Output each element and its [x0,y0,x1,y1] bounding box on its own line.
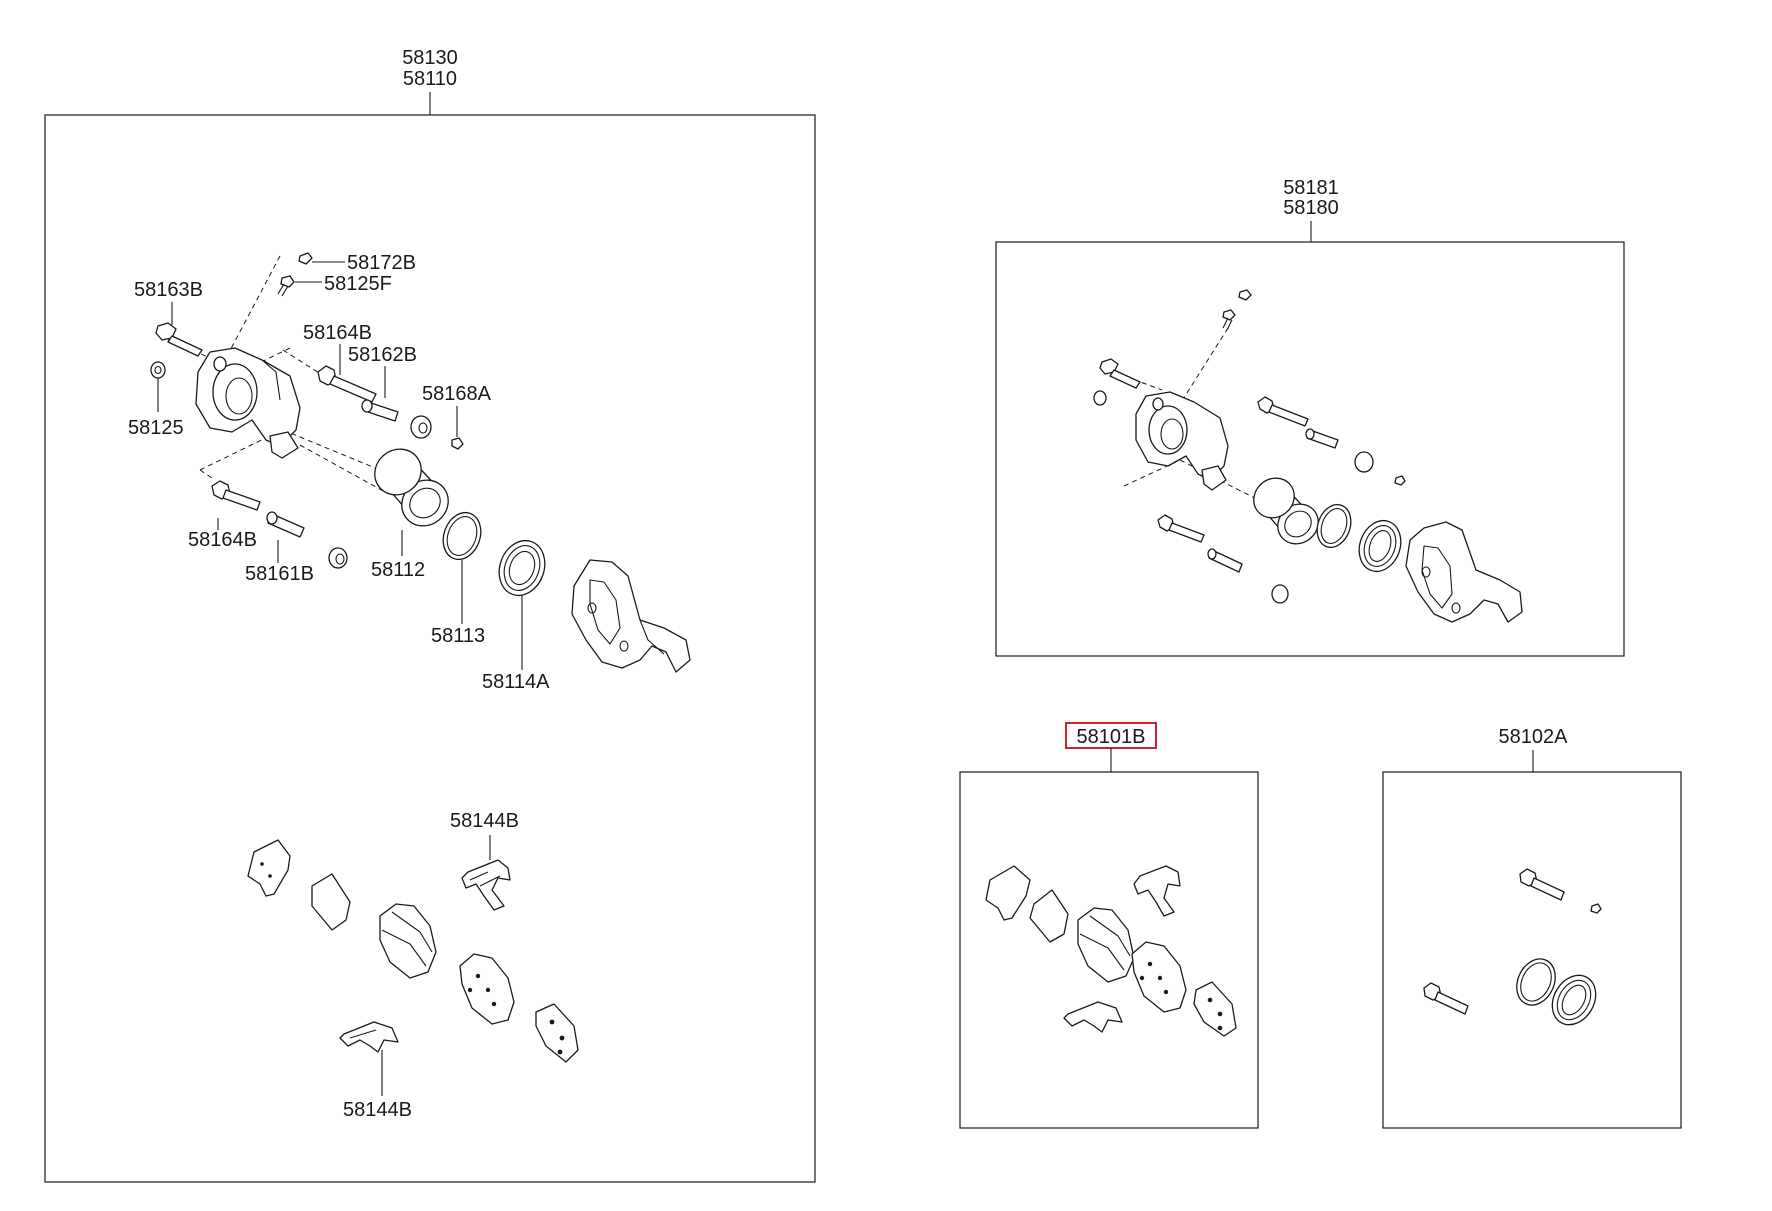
washer-icon [150,361,166,379]
kit-shim-outer-icon [985,865,1031,921]
assembly-label-58102A[interactable]: 58102A [1499,726,1569,748]
front-caliper-box [44,114,816,1183]
guide-pin-bottom-icon [266,511,305,538]
seal-kit-assembly: 58102A [1382,726,1682,1129]
boot-bottom-icon [328,547,348,569]
rear-caliper-box [995,241,1625,657]
shim-outer-icon [247,839,291,897]
part-label-58125F[interactable]: 58125F [324,273,392,295]
assembly-label-58130[interactable]: 58130 [402,47,458,69]
boot-nut-icon [410,415,432,439]
part-label-58125[interactable]: 58125 [128,417,184,439]
kit-dust-boot-icon [1551,974,1597,1026]
rear-fasteners [1093,289,1406,604]
pad-kit-parts [985,865,1237,1037]
kit-small-cap-icon [1590,903,1602,914]
dust-boot-icon [498,539,546,597]
piston-seal-icon [442,511,482,561]
part-label-58164B-top[interactable]: 58164B [303,322,372,344]
guide-pin-bolt-top-icon [317,365,377,403]
part-label-58168A[interactable]: 58168A [422,383,492,405]
piston-icon [374,448,449,527]
kit-pad-spring-top-icon [1133,865,1181,917]
part-label-58162B[interactable]: 58162B [348,344,417,366]
part-label-58144B-top[interactable]: 58144B [450,810,519,832]
guide-pin-top-icon [361,399,399,422]
rear-caliper-assembly: 58181 58180 [995,177,1625,657]
part-label-58113[interactable]: 58113 [431,625,485,647]
brake-pad-inner-icon [459,953,515,1025]
bleeder-cap-icon [298,252,313,265]
guide-pin-bolt-bottom-icon [211,480,261,511]
assembly-label-58180[interactable]: 58180 [1283,197,1339,219]
brake-pad-outer-icon [379,903,437,979]
rear-piston-icon [1253,477,1319,545]
pad-shim-small-icon [535,1003,579,1063]
part-label-58112[interactable]: 58112 [371,559,425,581]
kit-pad-shim-small-icon [1193,981,1237,1037]
seal-kit-parts [1423,868,1602,1026]
part-label-58164B-bottom[interactable]: 58164B [188,529,257,551]
bleeder-screw-icon [277,275,295,297]
part-label-58161B[interactable]: 58161B [245,563,314,585]
front-pad-set [247,839,579,1063]
small-cap-icon [451,437,464,450]
rear-caliper-housing-icon [1135,391,1229,491]
front-fasteners [150,252,464,569]
assembly-label-58181[interactable]: 58181 [1283,177,1339,199]
shim-inner-icon [311,873,351,931]
rear-dust-boot-icon [1358,519,1402,573]
pad-spring-bottom-icon [339,1021,399,1053]
seal-kit-box [1382,771,1682,1129]
assembly-label-58110[interactable]: 58110 [403,68,457,90]
rear-piston-seal-icon [1316,503,1352,549]
guide-bolt-icon [155,322,203,357]
kit-shim-inner-icon [1029,889,1069,943]
pad-kit-assembly: 58101B [959,722,1259,1129]
rear-caliper-bracket-icon [1405,521,1523,623]
part-label-58114A[interactable]: 58114A [482,671,550,693]
assembly-label-58101B[interactable]: 58101B [1077,726,1146,748]
pad-kit-box [959,771,1259,1129]
kit-piston-seal-icon [1516,958,1556,1006]
pad-spring-top-icon [461,859,511,911]
part-label-58172B[interactable]: 58172B [347,252,416,274]
front-leader-lines [157,261,523,1096]
caliper-bracket-icon [571,559,691,673]
caliper-housing-icon [195,347,301,459]
kit-pad-spring-bottom-icon [1063,1001,1123,1033]
part-label-58144B-bottom[interactable]: 58144B [343,1099,412,1121]
front-caliper-assembly: 58130 58110 58172B 58125F 58163B 58164B … [44,47,816,1183]
kit-brake-pad-outer-icon [1077,907,1135,983]
part-label-58163B[interactable]: 58163B [134,279,203,301]
